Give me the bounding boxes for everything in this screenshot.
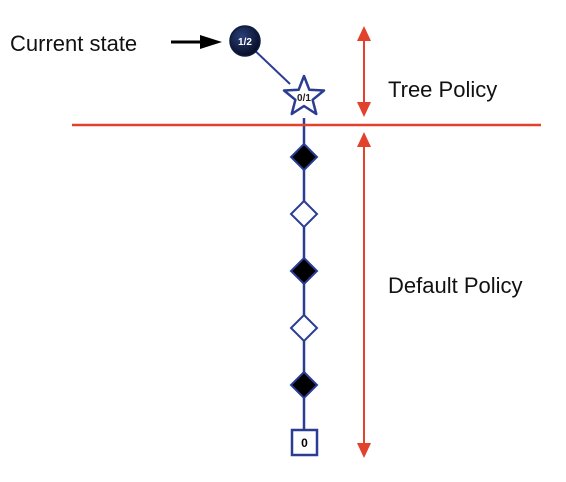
root-node: 1/2	[229, 25, 261, 57]
current-state-arrow	[171, 35, 222, 49]
rollout-move-black	[289, 256, 319, 286]
rollout-move-white	[289, 313, 319, 343]
star-node-value: 0/1	[297, 93, 311, 104]
root-node-value: 1/2	[238, 37, 252, 48]
rollout-move-black	[289, 142, 319, 172]
expanded-star-node: 0/1	[282, 74, 326, 116]
terminal-node: 0	[290, 428, 319, 457]
terminal-node-value: 0	[301, 436, 308, 450]
rollout-move-white	[289, 199, 319, 229]
tree-policy-arrow	[357, 26, 371, 117]
default-policy-label: Default Policy	[388, 273, 523, 298]
current-state-label: Current state	[10, 31, 137, 56]
tree-policy-label: Tree Policy	[388, 77, 497, 102]
rollout-move-black	[289, 370, 319, 400]
rollout-moves	[289, 142, 319, 400]
default-policy-arrow	[357, 132, 371, 458]
